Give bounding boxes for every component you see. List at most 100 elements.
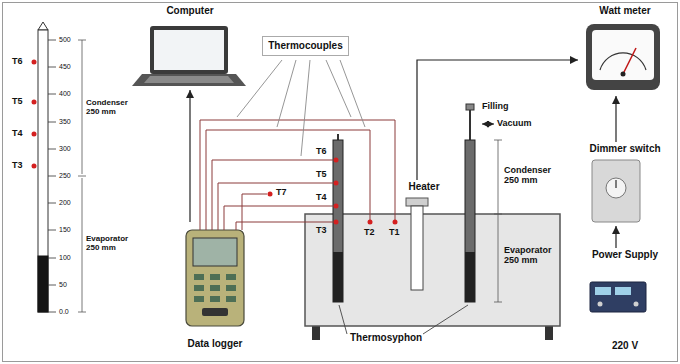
scale-number: 300 [59,145,71,153]
dimmer-mark [615,180,617,188]
bracket-line [498,140,499,302]
tube-stem [337,134,339,140]
watt-meter-icon [586,24,660,90]
device-label: Watt meter [597,4,652,18]
sensor-dot [334,204,339,209]
scale-number: 500 [59,36,71,44]
sensor-dot [393,220,398,225]
scale-number: 400 [59,90,71,98]
part-label: Thermosyphon [350,332,422,343]
tick [48,149,56,150]
sensor-dot [32,164,37,169]
bracket-tick [494,214,502,215]
tank-leg [312,326,320,340]
device-label: Data logger [185,337,244,351]
section-label: Evaporator 250 mm [86,235,136,253]
tick [48,285,56,286]
sensor-label: T3 [316,226,327,236]
leader-lines [237,60,365,156]
tick [48,176,56,177]
sensor-label: T5 [12,97,23,107]
supply-display [595,287,611,295]
power-supply-icon [590,282,646,312]
tube-stem [469,110,471,140]
filling-valve [466,104,474,110]
thermosyphon-tube [465,104,502,302]
port-label: Vacuum [497,119,532,129]
logger-button [210,285,220,291]
filling-arrow [482,124,494,125]
meter-housing [586,24,660,90]
bracket-tick [78,176,86,177]
bracket-tick [494,140,502,141]
logger-button [194,274,204,280]
logger-button [226,274,236,280]
heater-element [411,206,423,290]
scale-number: 0.0 [59,308,69,316]
scale-number: 450 [59,63,71,71]
laptop-screen-frame [150,26,228,74]
wire [218,183,333,230]
tick [48,230,56,231]
dimmer-node: Dimmer switch [578,142,672,226]
outer-frame [3,3,678,362]
logger-screen [193,238,237,266]
laptop-base [132,74,246,86]
section-label: Condenser 250 mm [504,166,558,186]
wire [200,120,395,230]
supply-body [590,282,646,312]
scale-thermosyphon [32,22,87,312]
bracket-line [82,178,83,312]
tube-body [38,30,48,312]
heater-cap [406,198,428,206]
scale-number: 100 [59,254,71,262]
tube-liquid [38,256,48,312]
meter-pivot [621,72,626,77]
tube-liquid [333,252,343,302]
scale-number: 350 [59,118,71,126]
data-logger-node: Data logger [178,222,252,350]
laptop-screen [154,30,224,70]
leader-line [277,60,296,127]
sensor-dot [334,158,339,163]
data-logger-icon [186,230,244,326]
logger-button [202,308,228,316]
logger-button [210,296,220,302]
leader-lines [339,305,468,334]
heater-icon [406,198,428,290]
thermocouple-wires [200,120,395,230]
tube-cap [38,22,48,30]
sensor-dot [334,181,339,186]
logger-button [226,296,236,302]
watt-meter-node: Watt meter [578,4,672,96]
section-label: Condenser 250 mm [86,99,134,117]
tube-liquid [465,252,475,302]
sensor-label: T6 [12,57,23,67]
sensor-dot [334,220,339,225]
logger-body [186,230,244,326]
thermosyphon-tube [333,134,343,302]
connector-arrow [615,96,616,142]
section-bracket [494,140,502,302]
sensor-dot [32,60,37,65]
bracket-tick [78,40,86,41]
connector-arrow [189,90,190,222]
device-label: 220 V [610,339,640,353]
sensor-label: T2 [364,228,375,238]
dimmer-plate [592,160,640,222]
tick [48,40,56,41]
device-label: Thermocouples [266,39,344,53]
bracket-line [82,40,83,174]
device-label: Dimmer switch [587,142,662,156]
sensor-dot [32,132,37,137]
tube-body [465,140,475,302]
scale-number: 200 [59,199,71,207]
section-label: Evaporator 250 mm [504,246,560,266]
logger-button [194,296,204,302]
bracket-tick [494,302,502,303]
meter-face [592,30,654,80]
tick [48,258,56,259]
sensor-dot [32,100,37,105]
sensor-label: T1 [389,228,400,238]
